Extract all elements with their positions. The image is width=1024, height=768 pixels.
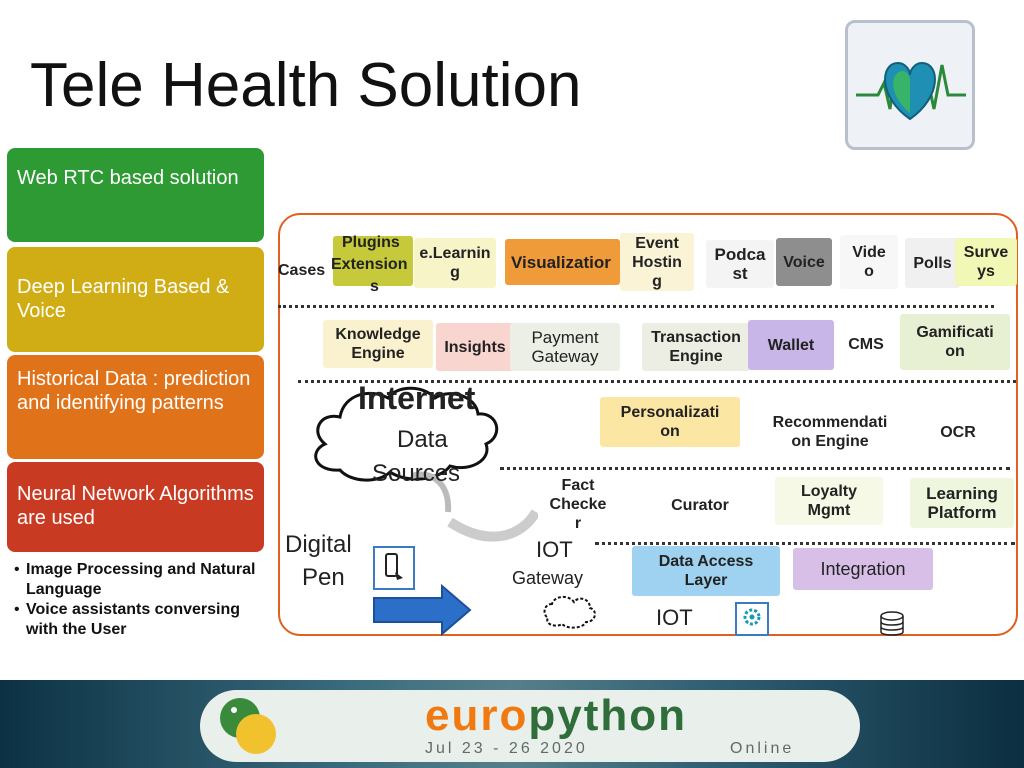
- fact-label-middle: Checke: [549, 495, 607, 513]
- plugins-label: Plugins: [342, 234, 400, 251]
- podcast-label: Podca: [714, 245, 766, 264]
- event-hosting-tile: Event Hostin g: [620, 233, 694, 291]
- knowledge-label-end: Engine: [351, 345, 405, 362]
- data-access-layer-tile: Data Access Layer: [632, 546, 780, 596]
- voice-tile: Voice: [776, 238, 832, 286]
- recommendation-engine-tile: Recommendati on Engine: [760, 407, 900, 457]
- deep-learning-box: Deep Learning Based & Voice: [7, 247, 264, 352]
- video-tile: Vide o: [840, 235, 898, 289]
- wallet-tile: Wallet: [748, 320, 834, 370]
- python-logo-icon: [220, 698, 276, 754]
- digital-pen-icon: [373, 546, 415, 590]
- internet-cloud-icon: [314, 386, 540, 542]
- internet-label: Internet: [358, 380, 476, 416]
- surveys-label-end: ys: [977, 263, 995, 280]
- podcast-label-end: st: [732, 264, 748, 283]
- dal-label-end: Layer: [684, 572, 728, 589]
- digital-label: Digital: [285, 531, 352, 558]
- knowledge-label: Knowledge: [335, 326, 421, 343]
- euro-text: europython: [425, 694, 687, 738]
- fact-label: Fact: [561, 476, 595, 494]
- sources-label: Sources: [372, 460, 461, 487]
- event-label: Event: [635, 234, 679, 252]
- loyalty-label-end: Mgmt: [807, 502, 851, 519]
- knowledge-engine-tile: Knowledge Engine: [323, 320, 433, 368]
- polls-tile: Polls: [905, 238, 960, 288]
- transaction-label: Transaction: [651, 329, 741, 346]
- elearning-tile: e.Learnin g: [414, 238, 496, 288]
- iot-label: IOT: [656, 605, 693, 630]
- curator-tile: Curator: [658, 478, 742, 532]
- learning-label-end: Platform: [927, 503, 997, 522]
- ocr-tile: OCR: [922, 410, 994, 454]
- learning-platform-tile: Learning Platform: [910, 478, 1014, 528]
- hosting-label-end: g: [652, 272, 662, 290]
- insights-tile: Insights: [436, 323, 514, 371]
- cases-label: Cases: [278, 262, 326, 279]
- bullet-list: Image Processing and Natural Language Vo…: [14, 560, 264, 640]
- payment-label-end: Gateway: [531, 347, 599, 366]
- surveys-tile: Surve ys: [955, 238, 1017, 286]
- heartbeat-icon: [856, 61, 966, 121]
- divider: [595, 542, 1015, 545]
- divider: [500, 467, 1010, 470]
- euro-label: euro: [425, 691, 529, 740]
- cms-tile: CMS: [838, 322, 894, 366]
- pen-label: Pen: [302, 564, 345, 591]
- bullet-item: Voice assistants conversing with the Use…: [14, 600, 264, 640]
- extension-label: Extension: [331, 256, 408, 273]
- recommendation-label-end: on Engine: [791, 433, 869, 450]
- extension-tile: [333, 236, 413, 286]
- database-icon: [880, 611, 904, 636]
- gateway-label: Gateway: [512, 568, 584, 588]
- transaction-label-end: Engine: [669, 348, 723, 365]
- gear-icon: [735, 602, 769, 636]
- loyalty-label: Loyalty: [800, 483, 857, 500]
- data-label: Data: [397, 426, 448, 453]
- bullet-item: Image Processing and Natural Language: [14, 560, 264, 600]
- gamification-label: Gamificati: [916, 324, 994, 341]
- loyalty-mgmt-tile: Loyalty Mgmt: [775, 477, 883, 525]
- python-label: python: [528, 691, 687, 740]
- fact-checker-tile: Fact Checke r: [538, 474, 618, 534]
- personalization-label-end: on: [660, 423, 680, 440]
- learning-label: Learning: [926, 484, 998, 503]
- extension-label-end: s: [370, 278, 379, 295]
- dates-label: Jul 23 - 26 2020: [425, 740, 588, 757]
- elearning-label: e.Learnin: [419, 245, 491, 262]
- personalization-label: Personalizati: [620, 404, 720, 421]
- integration-tile: Integration: [793, 548, 933, 590]
- online-label: Online: [730, 740, 795, 757]
- recommendation-label: Recommendati: [772, 414, 888, 431]
- web-rtc-box: Web RTC based solution: [7, 148, 264, 242]
- page-title: Tele Health Solution: [30, 51, 582, 120]
- neural-network-box: Neural Network Algorithms are used: [7, 462, 264, 552]
- visualization-tile: Visualizatior: [505, 239, 620, 285]
- fact-label-end: r: [574, 514, 582, 532]
- divider: [298, 380, 1016, 383]
- personalization-tile: Personalizati on: [600, 397, 740, 447]
- hosting-label: Hostin: [632, 253, 682, 271]
- podcast-tile: Podca st: [706, 240, 774, 288]
- video-label: Vide: [852, 244, 886, 261]
- cloud-icon: [543, 596, 596, 629]
- gamification-tile: Gamificati on: [900, 314, 1010, 370]
- divider: [278, 305, 994, 308]
- architecture-frame: [278, 213, 1018, 636]
- dal-label: Data Access: [658, 553, 754, 570]
- surveys-label: Surve: [963, 244, 1009, 261]
- elearning-label-end: g: [450, 264, 460, 281]
- video-label-end: o: [864, 263, 874, 280]
- right-arrow-icon: [373, 584, 472, 636]
- europython-badge: [200, 690, 860, 762]
- heart-logo: [845, 20, 975, 150]
- historical-data-box: Historical Data : prediction and identif…: [7, 355, 264, 459]
- gamification-label-end: on: [945, 343, 965, 360]
- payment-gateway-tile: Payment Gateway: [510, 323, 620, 371]
- iot-gateway-label: IOT: [536, 537, 573, 562]
- transaction-engine-tile: Transaction Engine: [642, 323, 750, 371]
- payment-label: Payment: [531, 328, 599, 347]
